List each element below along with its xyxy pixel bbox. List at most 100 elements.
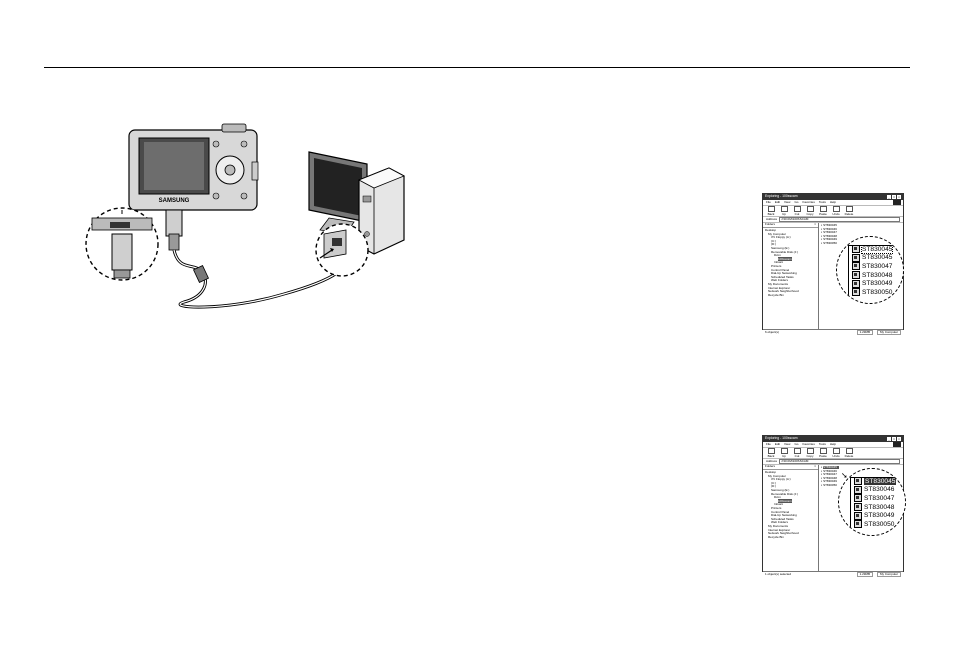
tree-item[interactable]: Infoani (765, 503, 816, 507)
delete-button[interactable]: Delete (844, 206, 854, 216)
tree-item[interactable]: Desktop (765, 470, 816, 475)
file-item[interactable]: ST830048 (821, 234, 901, 239)
undo-button[interactable]: Undo (831, 206, 841, 216)
tree-item[interactable]: Internet Explorer (765, 286, 816, 291)
zoomed-file-item[interactable]: ST830048 (852, 271, 892, 280)
file-item[interactable]: ST830046 (821, 469, 901, 474)
tree-item[interactable]: Scheduled Tasks (765, 517, 816, 522)
file-item[interactable]: ST830047 (821, 473, 901, 477)
tree-item[interactable]: (C:) (765, 239, 816, 244)
tree-item[interactable]: Web Folders (765, 521, 816, 525)
zoomed-file-item[interactable]: ST830045 (852, 244, 894, 254)
file-item[interactable]: ST830048 (821, 476, 901, 481)
zoomed-file-item[interactable]: ST830045 (852, 253, 892, 263)
tree-item[interactable]: Internet Explorer (765, 528, 816, 533)
menu-item-go[interactable]: Go (794, 199, 799, 204)
tree-item[interactable]: Printers (765, 506, 816, 511)
tree-item[interactable]: Scheduled Tasks (765, 275, 816, 280)
zoomed-file-item[interactable]: ST830050 (852, 288, 892, 297)
tree-item[interactable]: (C:) (765, 481, 816, 486)
zoomed-file-item[interactable]: ST830050 (854, 520, 896, 529)
tree-item[interactable]: Dial-Up Networking (765, 514, 816, 518)
maximize-button[interactable]: □ (892, 437, 896, 441)
tree-item[interactable]: Control Panel (765, 268, 816, 273)
back-button[interactable]: Back (766, 448, 776, 458)
tree-item[interactable]: Samsung (E:) (765, 246, 816, 251)
tree-item[interactable]: Recycle Bin (765, 293, 816, 298)
address-input[interactable]: J:\DCIM\100SSCAM (779, 458, 900, 465)
tree-item[interactable]: (D:) (765, 485, 816, 489)
close-pane-icon[interactable]: × (814, 465, 816, 468)
file-item[interactable]: ST830049 (821, 480, 901, 484)
tree-item[interactable]: Printers (765, 264, 816, 269)
tree-item[interactable]: 3½ Floppy (A:) (765, 478, 816, 482)
zoomed-file-item[interactable]: ST830049 (852, 279, 892, 288)
copy-button[interactable]: Copy (805, 448, 815, 458)
menu-item-help[interactable]: Help (829, 199, 837, 204)
minimize-button[interactable]: _ (887, 195, 891, 199)
undo-button[interactable]: Undo (831, 448, 841, 458)
tree-item[interactable]: (D:) (765, 243, 816, 247)
menu-item-file[interactable]: File (766, 441, 771, 446)
menu-item-tools[interactable]: Tools (818, 199, 826, 204)
paste-button[interactable]: Paste (818, 206, 828, 216)
tree-item[interactable]: Recycle Bin (765, 535, 816, 540)
address-input[interactable]: J:\DCIM\100SSCAM (779, 216, 900, 223)
delete-button[interactable]: Delete (844, 448, 854, 458)
zoomed-file-item[interactable]: ST830046 (854, 485, 896, 495)
menu-item-tools[interactable]: Tools (818, 441, 826, 446)
menu-item-edit[interactable]: Edit (774, 441, 781, 446)
cut-button[interactable]: Cut (792, 206, 802, 216)
file-item[interactable]: ST830050 (821, 483, 901, 488)
zoomed-file-item[interactable]: ST830047 (852, 262, 892, 271)
close-pane-icon[interactable]: × (814, 223, 816, 226)
menu-item-go[interactable]: Go (794, 441, 799, 446)
menu-item-favorites[interactable]: Favorites (802, 199, 815, 204)
file-item[interactable]: ST830050 (821, 241, 901, 246)
tree-item[interactable]: Dial-Up Networking (765, 272, 816, 276)
tree-item[interactable]: Network Neighborhood (765, 531, 816, 536)
zoomed-file-item[interactable]: ST830047 (854, 494, 896, 503)
tree-item[interactable]: Dcim (765, 496, 816, 500)
tree-item[interactable]: My Computer (765, 474, 816, 479)
tree-item[interactable]: Desktop (765, 228, 816, 233)
menu-item-favorites[interactable]: Favorites (802, 441, 815, 446)
menu-item-view[interactable]: View (784, 441, 791, 446)
tree-item[interactable]: My Documents (765, 282, 816, 287)
cut-button[interactable]: Cut (792, 448, 802, 458)
menu-item-edit[interactable]: Edit (774, 199, 781, 204)
menu-item-file[interactable]: File (766, 199, 771, 204)
tree-item[interactable]: Web Folders (765, 279, 816, 283)
up-button[interactable]: Up (779, 206, 789, 216)
file-item[interactable]: ST830047 (821, 231, 901, 235)
tree-item[interactable]: Network Neighborhood (765, 289, 816, 294)
tree-item[interactable]: Infoani (765, 261, 816, 265)
maximize-button[interactable]: □ (892, 195, 896, 199)
tree-item[interactable]: My Computer (765, 232, 816, 237)
tree-item[interactable]: Dcim (765, 254, 816, 258)
tree-item[interactable]: Removable Disk (J:) (765, 250, 816, 255)
close-button[interactable]: × (897, 437, 901, 441)
menu-item-help[interactable]: Help (829, 441, 837, 446)
file-item[interactable]: ST830046 (821, 227, 901, 232)
back-button[interactable]: Back (766, 206, 776, 216)
close-button[interactable]: × (897, 195, 901, 199)
minimize-button[interactable]: _ (887, 437, 891, 441)
tree-item[interactable]: 100sscam (765, 498, 816, 504)
zoomed-file-item[interactable]: ST830048 (854, 503, 896, 512)
zoomed-file-item[interactable]: ST830049 (854, 511, 896, 520)
paste-button[interactable]: Paste (818, 448, 828, 458)
up-button[interactable]: Up (779, 448, 789, 458)
tree-item[interactable]: Removable Disk (J:) (765, 492, 816, 497)
tree-item[interactable]: 100sscam (765, 256, 816, 262)
zoomed-file-item[interactable]: ST830045 (854, 477, 897, 486)
tree-item[interactable]: 3½ Floppy (A:) (765, 236, 816, 240)
tree-item[interactable]: Control Panel (765, 510, 816, 515)
file-item[interactable]: ST830045 (821, 465, 901, 470)
menu-item-view[interactable]: View (784, 199, 791, 204)
tree-item[interactable]: My Documents (765, 524, 816, 529)
copy-button[interactable]: Copy (805, 206, 815, 216)
file-item[interactable]: ST830049 (821, 238, 901, 242)
file-item[interactable]: ST830045 (821, 223, 901, 228)
tree-item[interactable]: Samsung (E:) (765, 488, 816, 493)
